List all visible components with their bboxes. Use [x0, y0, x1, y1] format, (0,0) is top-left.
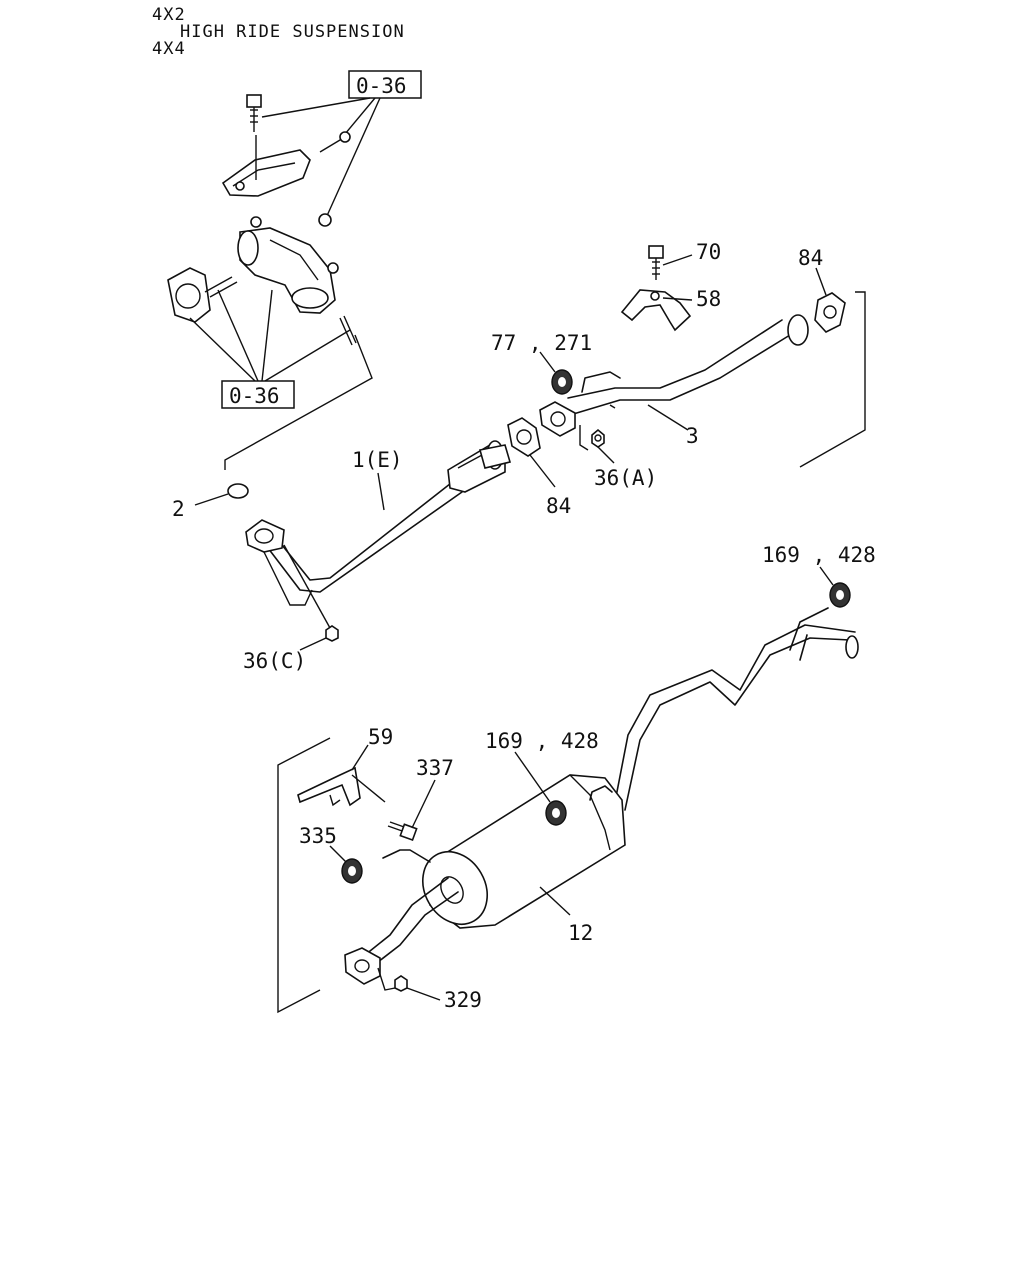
tailpipe — [614, 607, 859, 811]
reference-label-top: 0-36 — [356, 74, 407, 98]
part-169-428-rubber-mount-mid — [545, 800, 567, 826]
callout-58: 58 — [696, 287, 721, 311]
callout-329: 329 — [444, 988, 482, 1012]
exhaust-manifold-group — [167, 94, 357, 346]
callout-84-top: 84 — [798, 246, 823, 270]
part-77-271-rubber-mount — [551, 369, 573, 395]
callout-77-271: 77 , 271 — [491, 331, 592, 355]
callout-169-428-top: 169 , 428 — [762, 543, 876, 567]
callout-84-mid: 84 — [546, 494, 571, 518]
part-329-nut — [394, 975, 408, 992]
part-36c-nut — [325, 625, 339, 642]
callout-59: 59 — [368, 725, 393, 749]
header-line-4x2: 4X2 — [152, 5, 186, 25]
callout-36c: 36(C) — [243, 649, 306, 673]
part-70-bolt — [648, 245, 664, 280]
part-337-bolt — [387, 821, 418, 842]
reference-label-bottom: 0-36 — [229, 384, 280, 408]
callout-70: 70 — [696, 240, 721, 264]
part-59-bracket — [297, 766, 361, 807]
part-3-front-pipe — [539, 314, 809, 437]
callout-335: 335 — [299, 824, 337, 848]
part-2-gasket-ring — [227, 483, 249, 499]
part-335-rubber-mount — [341, 858, 363, 884]
part-12-muffler — [344, 774, 626, 985]
part-84-gasket-mid — [507, 417, 541, 457]
callout-12: 12 — [568, 921, 593, 945]
header-line-suspension: HIGH RIDE SUSPENSION — [180, 22, 405, 42]
callout-2: 2 — [172, 497, 185, 521]
part-169-428-rubber-mount-top — [829, 582, 851, 608]
callout-337: 337 — [416, 756, 454, 780]
header-line-4x4: 4X4 — [152, 39, 186, 59]
part-36a-nut — [591, 428, 605, 448]
reference-box-top[interactable]: 0-36 — [348, 70, 422, 99]
callout-1e: 1(E) — [352, 448, 403, 472]
callout-36a: 36(A) — [594, 466, 657, 490]
reference-box-bottom[interactable]: 0-36 — [221, 380, 295, 409]
part-58-bracket — [620, 289, 692, 332]
part-84-gasket-top — [814, 292, 846, 333]
callout-3: 3 — [686, 424, 699, 448]
callout-169-428-mid: 169 , 428 — [485, 729, 599, 753]
